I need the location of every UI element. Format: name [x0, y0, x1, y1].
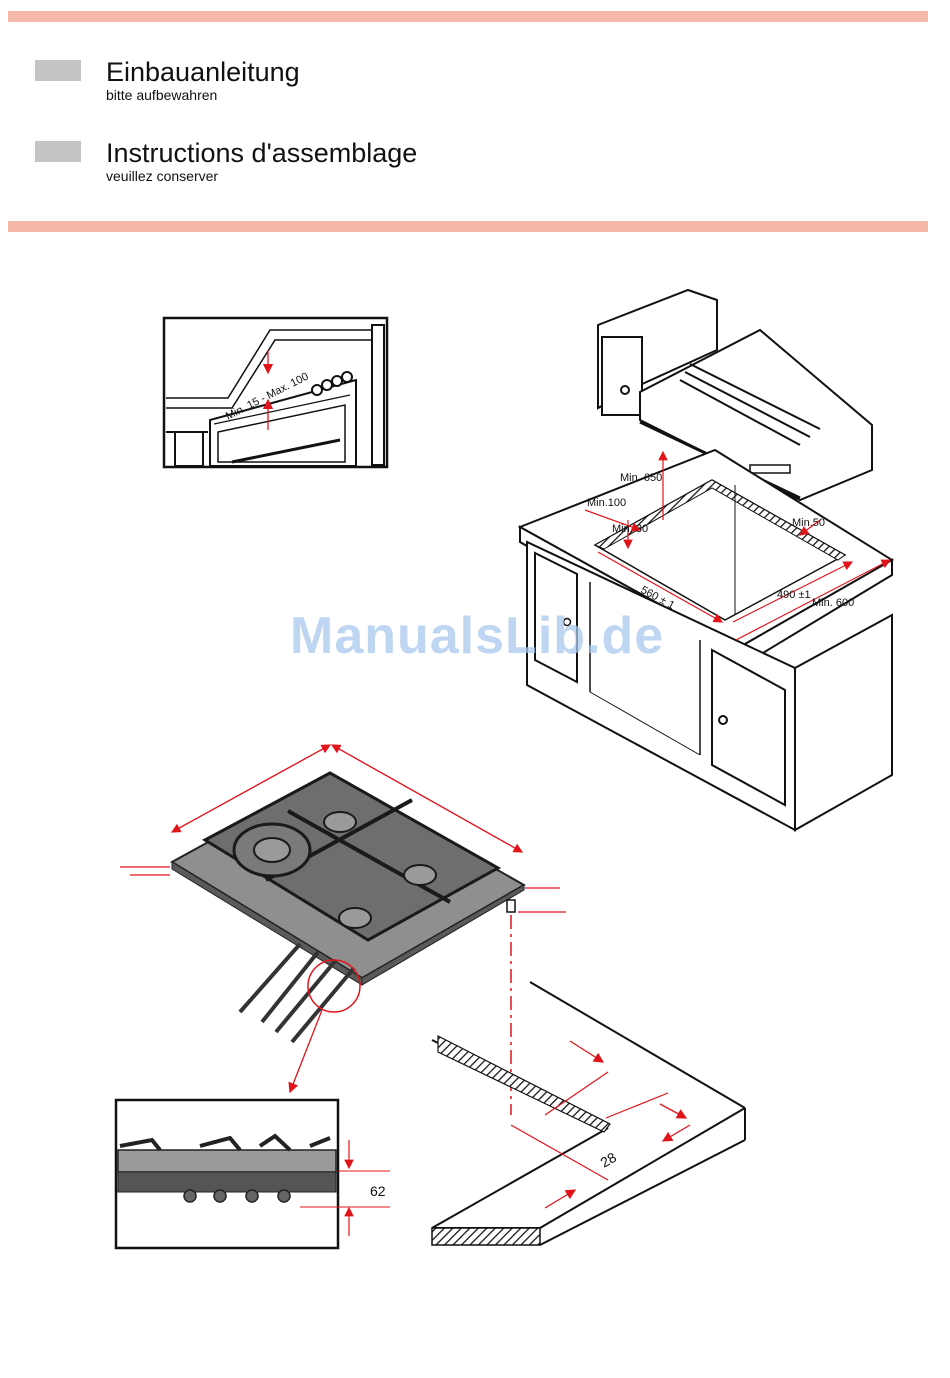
cutout-28-label: 28: [598, 1149, 620, 1171]
cutout-figure: 28: [432, 982, 745, 1245]
watermark: ManualsLib.de: [290, 606, 664, 666]
cabinet-figure: Min. 650 Min.100 Min. 30 Min.50 560 ± 1 …: [520, 290, 892, 830]
min600-label: Min. 600: [812, 597, 854, 609]
oven-gap-figure: Min. 15 - Max. 100: [164, 318, 387, 467]
min100-label: Min.100: [587, 497, 626, 509]
min650-label: Min. 650: [620, 472, 662, 484]
detail-figure: 62: [116, 1100, 390, 1248]
min30-label: Min. 30: [612, 523, 648, 535]
hob-figure: [120, 745, 566, 1115]
dim490-label: 490 ±1: [777, 589, 811, 601]
min50-label: Min.50: [792, 517, 825, 529]
detail-62-label: 62: [370, 1183, 386, 1199]
